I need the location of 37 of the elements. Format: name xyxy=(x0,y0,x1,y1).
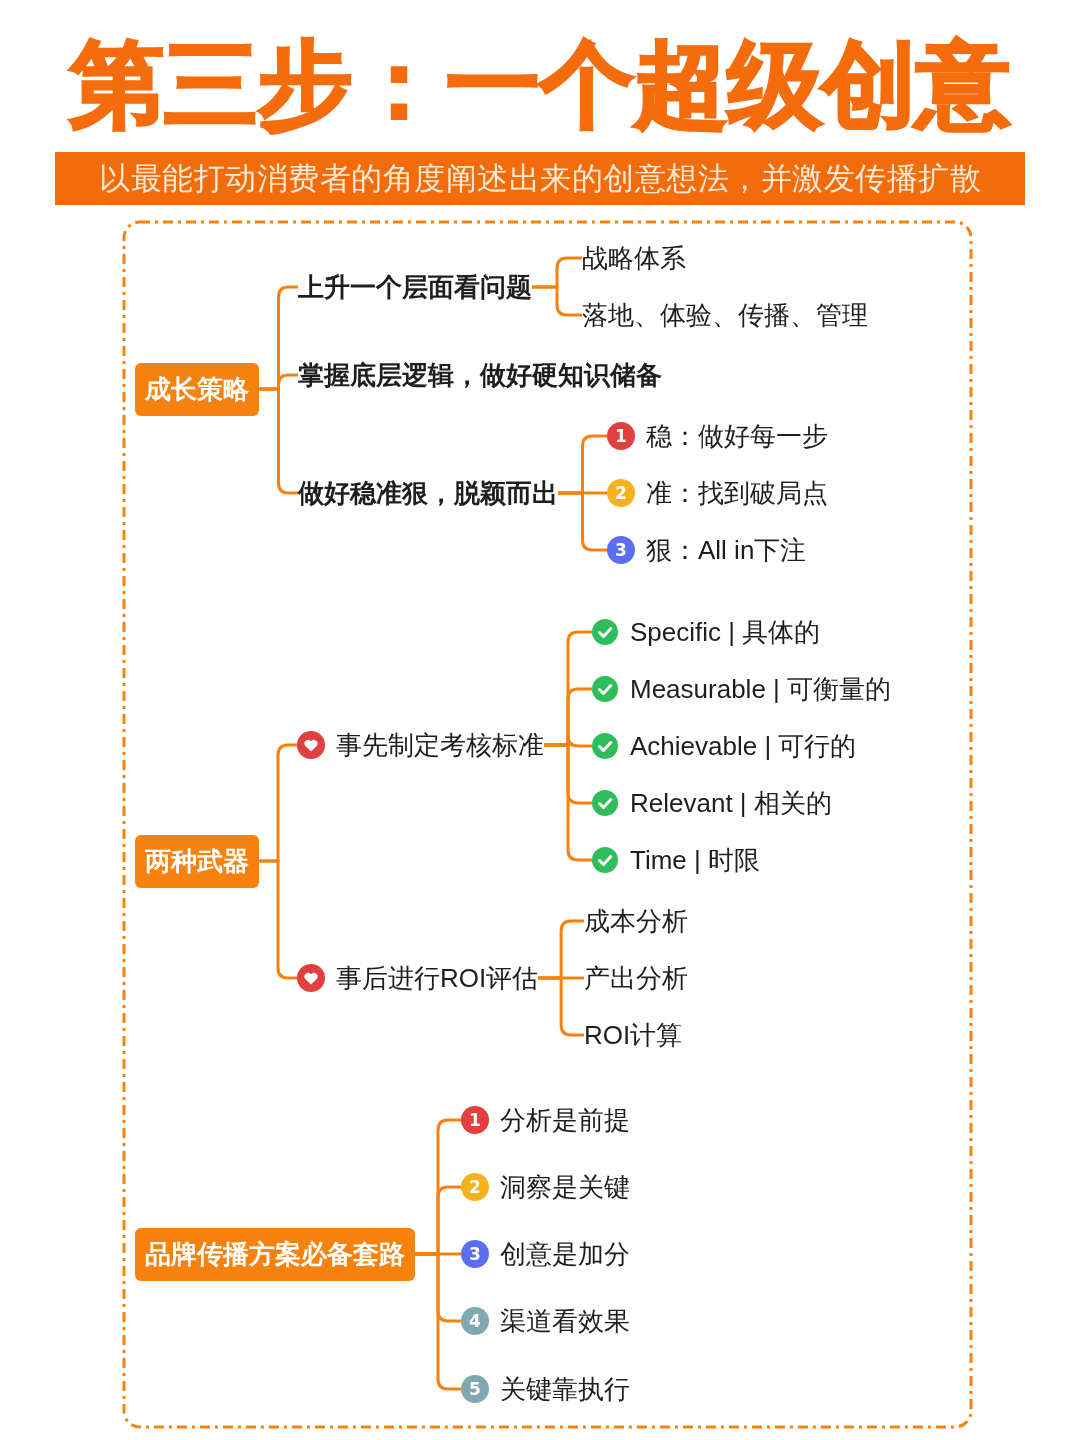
subtopic-label: 战略体系 xyxy=(582,238,686,278)
subtopic-label: 稳：做好每一步 xyxy=(646,420,828,453)
category-box: 成长策略 xyxy=(135,362,259,416)
subtopic-label: Achievable | 可行的 xyxy=(630,730,857,763)
number-badge: 1 xyxy=(461,1106,489,1134)
number-badge: 4 xyxy=(461,1307,489,1335)
subtopic-label: 落地、体验、传播、管理 xyxy=(582,295,868,335)
subtopic-label: Measurable | 可衡量的 xyxy=(630,673,892,706)
title: 第三步：一个超级创意 xyxy=(70,38,1010,132)
subtitle-banner: 以最能打动消费者的角度阐述出来的创意想法，并激发传播扩散 xyxy=(55,152,1025,205)
topic-label: 上升一个层面看问题 xyxy=(298,267,532,307)
subtopic-label: 创意是加分 xyxy=(500,1238,630,1271)
category-box: 两种武器 xyxy=(135,834,259,888)
subtopic-label: 产出分析 xyxy=(584,958,688,998)
subtopic-label: 分析是前提 xyxy=(500,1104,630,1137)
subtopic-label: 狠：All in下注 xyxy=(646,534,807,567)
subtopic-label: 洞察是关键 xyxy=(500,1171,630,1204)
subtopic-label: 成本分析 xyxy=(584,901,688,941)
number-badge: 1 xyxy=(607,422,635,450)
subtopic-label: 准：找到破局点 xyxy=(646,477,828,510)
number-badge: 3 xyxy=(461,1240,489,1268)
number-badge: 5 xyxy=(461,1375,489,1403)
connector-line xyxy=(532,285,582,317)
topic-label: 掌握底层逻辑，做好硬知识储备 xyxy=(298,355,662,395)
topic-label: 事先制定考核标准 xyxy=(336,729,544,762)
topic-label: 事后进行ROI评估 xyxy=(336,962,539,995)
number-badge: 2 xyxy=(461,1173,489,1201)
number-badge: 2 xyxy=(607,479,635,507)
number-badge: 3 xyxy=(607,536,635,564)
subtopic-label: Time | 时限 xyxy=(630,844,760,877)
subtopic-label: 渠道看效果 xyxy=(500,1305,630,1338)
topic-label: 做好稳准狠，脱颖而出 xyxy=(298,473,558,513)
subtopic-label: 关键靠执行 xyxy=(500,1373,630,1406)
category-box: 品牌传播方案必备套路 xyxy=(135,1227,415,1281)
subtopic-label: ROI计算 xyxy=(584,1015,683,1055)
subtopic-label: Specific | 具体的 xyxy=(630,616,821,649)
subtopic-label: Relevant | 相关的 xyxy=(630,787,832,820)
